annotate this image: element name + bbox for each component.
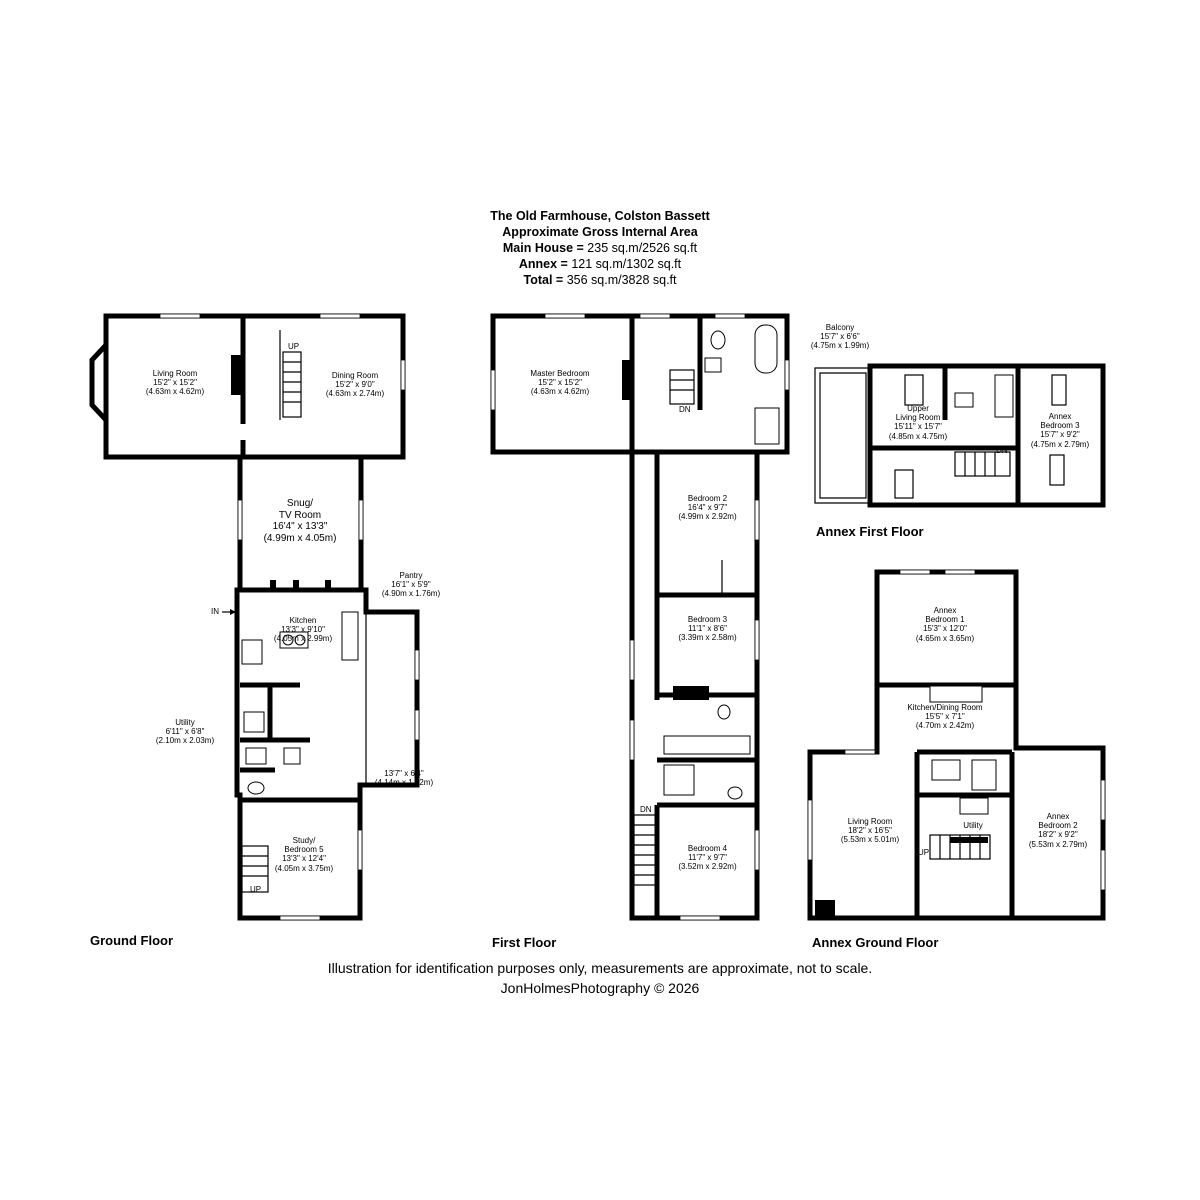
- first-floor-plan: [490, 313, 790, 921]
- stair-up-marker: UP: [288, 342, 300, 351]
- disclaimer-text: Illustration for identification purposes…: [327, 960, 873, 976]
- room-label-ag-utility: Utility: [963, 821, 983, 830]
- entrance-marker: IN: [211, 607, 219, 616]
- room-label-gf-hall: 13'7" x 6'4"(4.14m x 1.92m): [374, 769, 434, 788]
- area-subtitle: Approximate Gross Internal Area: [502, 225, 698, 239]
- total-area: 356 sq.m/3828 sq.ft: [566, 273, 677, 287]
- area-summary: The Old Farmhouse, Colston Bassett Appro…: [400, 208, 800, 288]
- stair-down-marker-annex: DN: [996, 446, 1008, 455]
- ground-floor-title: Ground Floor: [90, 933, 174, 948]
- annex-first-floor-title: Annex First Floor: [816, 524, 924, 539]
- stair-down-marker-rear: DN: [640, 805, 652, 814]
- property-title: The Old Farmhouse, Colston Bassett: [490, 209, 710, 223]
- annex-ground-floor-title: Annex Ground Floor: [812, 935, 939, 950]
- ground-floor-plan: [89, 313, 420, 921]
- stair-up-marker-annex: UP: [918, 848, 930, 857]
- annex-first-floor-plan: [814, 363, 1106, 508]
- annex-ground-floor-plan: [807, 569, 1106, 921]
- annex-area: 121 sq.m/1302 sq.ft: [571, 257, 682, 271]
- first-floor-title: First Floor: [492, 935, 557, 950]
- stair-down-marker: DN: [679, 405, 691, 414]
- stair-up-marker-study: UP: [250, 885, 262, 894]
- main-house-area: 235 sq.m/2526 sq.ft: [587, 241, 698, 255]
- annex-label: Annex =: [518, 257, 568, 271]
- total-label: Total =: [523, 273, 564, 287]
- photographer-credit: JonHolmesPhotography © 2026: [500, 980, 700, 996]
- main-house-label: Main House =: [502, 241, 584, 255]
